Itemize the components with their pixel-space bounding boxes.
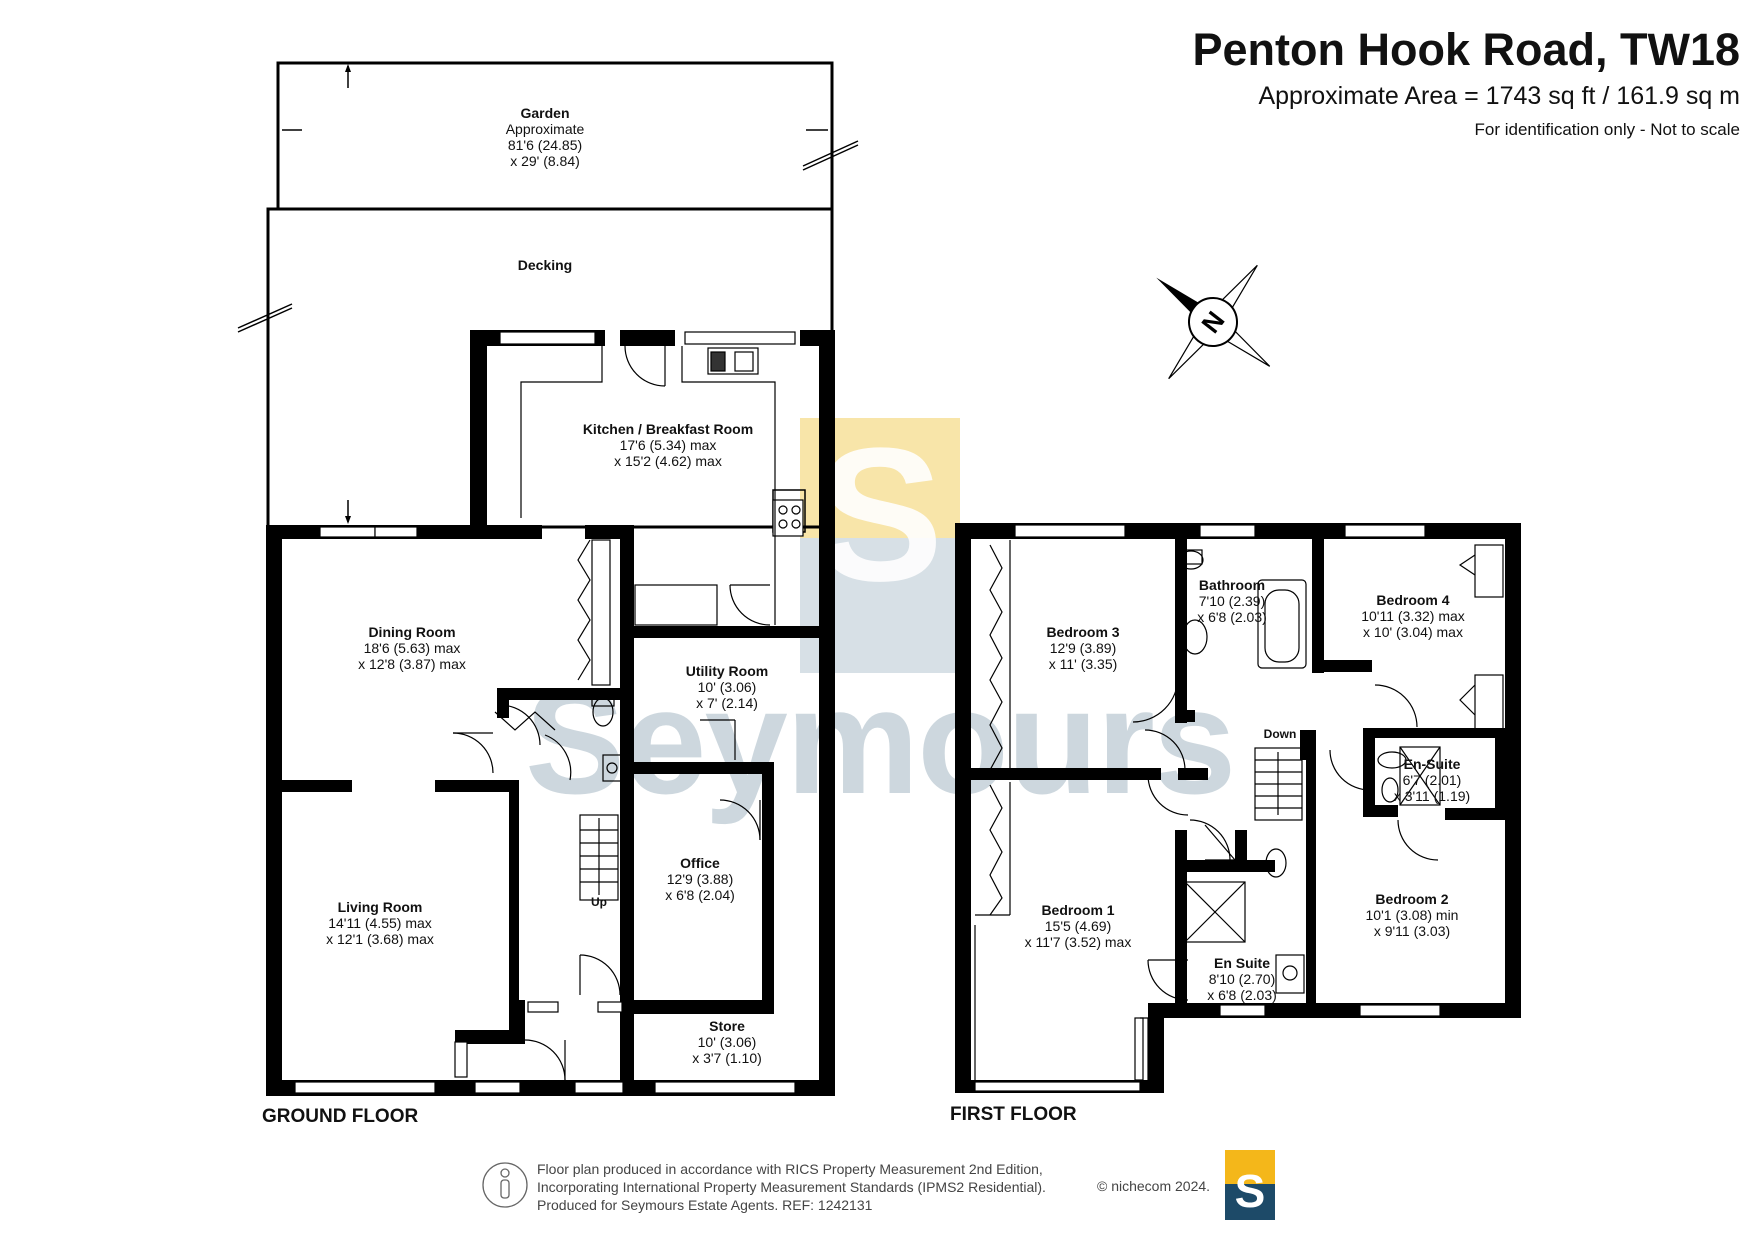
room-dim: 6'7 (2.01) [1402, 772, 1462, 788]
room-dim: x 9'11 (3.03) [1373, 923, 1451, 939]
room-bathroom: Bathroom 7'10 (2.39) x 6'8 (2.03) [1197, 577, 1267, 625]
page-title: Penton Hook Road, TW18 [1192, 24, 1740, 75]
watermark-s-letter: S [817, 409, 944, 621]
footer-notes: Floor plan produced in accordance with R… [537, 1160, 1046, 1214]
room-dim: x 7' (2.14) [696, 695, 758, 711]
room-dim: x 11' (3.35) [1048, 656, 1118, 672]
room-dim: x 3'11 (1.19) [1393, 788, 1471, 804]
svg-text:S: S [1235, 1165, 1266, 1217]
room-name: Garden [520, 105, 570, 121]
room-name: Utility Room [685, 663, 769, 679]
room-utility: Utility Room 10' (3.06) x 7' (2.14) [686, 663, 768, 711]
room-kitchen: Kitchen / Breakfast Room 17'6 (5.34) max… [583, 421, 753, 469]
room-garden: Garden Approximate 81'6 (24.85) x 29' (8… [506, 105, 585, 169]
room-dim: 10' (3.06) [697, 1034, 757, 1050]
room-dim: x 6'8 (2.03) [1197, 609, 1267, 625]
room-dim: x 15'2 (4.62) max [614, 453, 722, 469]
room-dim: 8'10 (2.70) [1208, 971, 1276, 987]
room-name: Bedroom 4 [1376, 592, 1450, 608]
room-dining: Dining Room 18'6 (5.63) max x 12'8 (3.87… [358, 624, 466, 672]
room-name: Store [709, 1018, 745, 1034]
room-name: Office [680, 855, 720, 871]
room-name: Bathroom [1198, 577, 1266, 593]
room-name: En Suite [1213, 955, 1271, 971]
room-dim: 10'11 (3.32) max [1361, 608, 1465, 624]
room-name: Bedroom 2 [1375, 891, 1449, 907]
room-dim: Approximate [505, 121, 585, 137]
room-name: Bedroom 3 [1046, 624, 1120, 640]
footer-line: Floor plan produced in accordance with R… [537, 1161, 1043, 1177]
seymours-logo-icon: S [1225, 1150, 1275, 1220]
room-dim: 12'9 (3.89) [1049, 640, 1117, 656]
room-name: En-Suite [1403, 756, 1461, 772]
room-dim: 17'6 (5.34) max [619, 437, 717, 453]
room-dim: 7'10 (2.39) [1198, 593, 1266, 609]
room-name: Kitchen / Breakfast Room [582, 421, 754, 437]
footer-line: Produced for Seymours Estate Agents. REF… [537, 1197, 873, 1213]
room-dim: 81'6 (24.85) [507, 137, 583, 153]
room-dim: x 6'8 (2.03) [1207, 987, 1277, 1003]
ground-floor-label: GROUND FLOOR [262, 1106, 419, 1127]
room-en-suite-1: En Suite 8'10 (2.70) x 6'8 (2.03) [1207, 955, 1277, 1003]
room-dim: x 10' (3.04) max [1363, 624, 1463, 640]
room-bedroom-2: Bedroom 2 10'1 (3.08) min x 9'11 (3.03) [1366, 891, 1459, 939]
room-dim: 12'9 (3.88) [666, 871, 734, 887]
room-dim: x 6'8 (2.04) [665, 887, 735, 903]
room-name: Decking [517, 257, 573, 273]
room-name: Bedroom 1 [1041, 902, 1115, 918]
room-office: Office 12'9 (3.88) x 6'8 (2.04) [665, 855, 735, 903]
room-dim: x 3'7 (1.10) [692, 1050, 762, 1066]
room-dim: 15'5 (4.69) [1044, 918, 1112, 934]
room-dim: 10' (3.06) [697, 679, 757, 695]
room-dim: 18'6 (5.63) max [363, 640, 461, 656]
stairs-down-label: Down [1263, 727, 1297, 741]
first-floor-label: FIRST FLOOR [950, 1104, 1077, 1125]
watermark-text: Seymours [525, 657, 1236, 825]
room-dim: 10'1 (3.08) min [1365, 907, 1459, 923]
room-dim: x 29' (8.84) [510, 153, 580, 169]
room-dim: 14'11 (4.55) max [328, 915, 432, 931]
room-living: Living Room 14'11 (4.55) max x 12'1 (3.6… [326, 899, 434, 947]
room-decking: Decking [518, 257, 572, 273]
room-bedroom-1: Bedroom 1 15'5 (4.69) x 11'7 (3.52) max [1025, 902, 1132, 950]
room-en-suite-2: En-Suite 6'7 (2.01) x 3'11 (1.19) [1394, 756, 1470, 804]
stairs-up-label: Up [591, 895, 607, 909]
room-dim: x 12'8 (3.87) max [358, 656, 466, 672]
person-icon [482, 1162, 528, 1208]
identification-note: For identification only - Not to scale [1474, 120, 1740, 139]
nichecom-copyright: © nichecom 2024. [1097, 1178, 1211, 1194]
footer-line: Incorporating International Property Mea… [537, 1179, 1046, 1195]
room-bedroom-3: Bedroom 3 12'9 (3.89) x 11' (3.35) [1046, 624, 1119, 672]
room-name: Living Room [337, 899, 423, 915]
compass [1156, 264, 1271, 380]
room-name: Dining Room [368, 624, 456, 640]
room-dim: x 11'7 (3.52) max [1024, 934, 1132, 950]
approximate-area: Approximate Area = 1743 sq ft / 161.9 sq… [1258, 82, 1740, 110]
room-dim: x 12'1 (3.68) max [326, 931, 434, 947]
room-store: Store 10' (3.06) x 3'7 (1.10) [692, 1018, 762, 1066]
room-bedroom-4: Bedroom 4 10'11 (3.32) max x 10' (3.04) … [1361, 592, 1465, 640]
